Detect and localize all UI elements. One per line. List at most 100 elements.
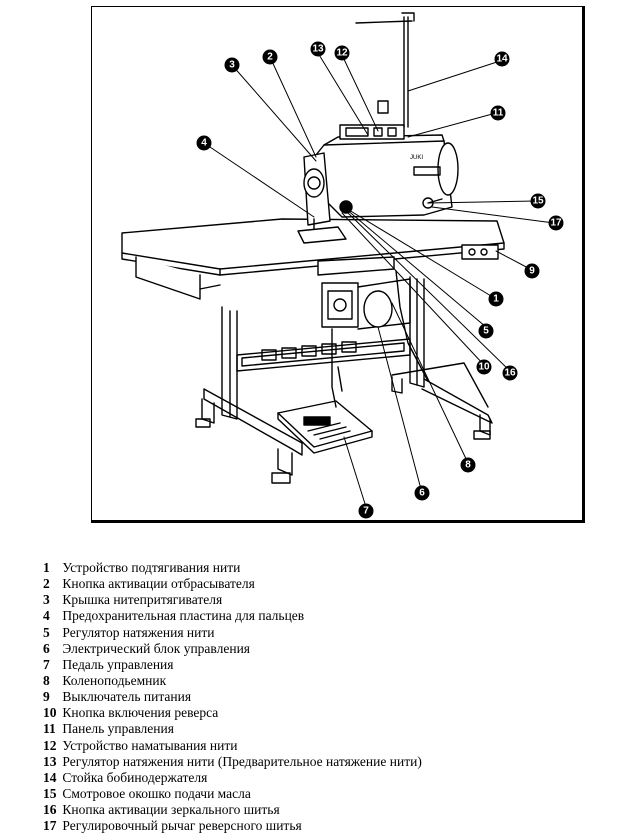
callout-9: 9 [524, 263, 540, 279]
legend-label: Панель управления [62, 721, 174, 737]
legend-label: Кнопка активации отбрасывателя [62, 576, 255, 592]
callout-17: 17 [548, 215, 564, 231]
legend-item: 1 Устройство подтягивания нити [43, 560, 603, 576]
svg-text:2: 2 [267, 52, 273, 63]
legend-number: 16 [43, 802, 57, 818]
callouts: 1 2 3 4 5 6 7 8 9 10 11 12 13 14 15 16 1… [196, 41, 564, 519]
svg-text:15: 15 [532, 196, 544, 207]
figure-frame: JUKI [91, 6, 585, 523]
legend-number: 7 [43, 656, 50, 672]
table-drawer [317, 256, 395, 276]
legend-item: 7 Педаль управления [43, 657, 603, 673]
legend-label: Устройство подтягивания нити [62, 560, 241, 575]
callout-1: 1 [488, 291, 504, 307]
callout-10: 10 [476, 359, 492, 375]
thread-stand [355, 12, 415, 128]
legend-label: Кнопка активации зеркального шитья [62, 802, 280, 818]
legend-label: Стойка бобинодержателя [62, 769, 208, 785]
legend-label: Регулятор натяжения нити (Предварительно… [62, 753, 422, 769]
callout-12: 12 [334, 45, 350, 61]
legend-item: 3 Крышка нитепритягивателя [43, 592, 603, 608]
legend-number: 9 [43, 689, 50, 705]
legend-label: Крышка нитепритягивателя [62, 592, 223, 608]
legend-item: 17 Регулировочный рычаг реверсного шитья [43, 818, 603, 834]
legend-number: 5 [43, 624, 50, 640]
legend-number: 2 [43, 576, 50, 592]
svg-text:14: 14 [496, 54, 508, 65]
legend-item: 16 Кнопка активации зеркального шитья [43, 802, 603, 818]
legend-number: 13 [43, 753, 57, 769]
legend-label: Кнопка включения реверса [62, 705, 219, 721]
legend-number: 10 [43, 705, 57, 721]
svg-text:13: 13 [312, 44, 324, 55]
legend-item: 14 Стойка бобинодержателя [43, 770, 603, 786]
svg-text:4: 4 [201, 138, 207, 149]
legend-item: 11 Панель управления [43, 721, 603, 737]
legend-item: 13 Регулятор натяжения нити (Предварител… [43, 754, 603, 770]
knee-lifter-rod [395, 270, 429, 382]
machine-head: JUKI [297, 124, 459, 244]
legend-label: Устройство наматывания нити [62, 737, 238, 753]
legend-label: Регулировочный рычаг реверсного шитья [62, 818, 302, 834]
callout-2: 2 [262, 49, 278, 65]
legend-label: Выключатель питания [62, 689, 192, 705]
legend-list: 1 Устройство подтягивания нити 2 Кнопка … [43, 560, 603, 834]
legend-label: Электрический блок управления [62, 640, 251, 656]
svg-text:9: 9 [529, 266, 535, 277]
svg-text:JUKI: JUKI [410, 155, 423, 161]
svg-text:11: 11 [493, 108, 504, 119]
legend-item: 5 Регулятор натяжения нити [43, 625, 603, 641]
legend-number: 12 [43, 737, 57, 753]
table-stand [195, 276, 493, 484]
legend-item: 4 Предохранительная пластина для пальцев [43, 608, 603, 624]
control-box [321, 278, 411, 408]
legend-number: 15 [43, 785, 57, 801]
callout-4: 4 [196, 135, 212, 151]
callout-7: 7 [358, 503, 374, 519]
legend-number: 3 [43, 592, 50, 608]
legend-number: 4 [43, 608, 50, 624]
power-switch [461, 244, 499, 260]
legend-number: 1 [43, 560, 50, 575]
svg-text:17: 17 [550, 218, 562, 229]
callout-3: 3 [224, 57, 240, 73]
legend-label: Регулятор натяжения нити [62, 624, 215, 640]
leader-lines [203, 52, 555, 508]
callout-14: 14 [494, 51, 510, 67]
legend-item: 15 Смотровое окошко подачи масла [43, 786, 603, 802]
legend-label: Предохранительная пластина для пальцев [62, 608, 305, 624]
svg-text:7: 7 [363, 506, 369, 517]
legend-number: 11 [43, 721, 56, 737]
legend-label: Педаль управления [62, 656, 174, 672]
callout-15: 15 [530, 193, 546, 209]
svg-text:16: 16 [504, 368, 516, 379]
legend-item: 9 Выключатель питания [43, 689, 603, 705]
pedal [277, 400, 373, 454]
sewing-machine-drawing: JUKI [121, 12, 564, 519]
svg-text:12: 12 [336, 48, 348, 59]
callout-13: 13 [310, 41, 326, 57]
legend-label: Коленоподьемник [62, 672, 167, 688]
legend-number: 8 [43, 672, 50, 688]
legend-item: 8 Коленоподьемник [43, 673, 603, 689]
svg-text:10: 10 [478, 362, 490, 373]
svg-text:6: 6 [419, 488, 425, 499]
callout-6: 6 [414, 485, 430, 501]
legend-number: 6 [43, 640, 50, 656]
legend-label: Смотровое окошко подачи масла [62, 785, 251, 801]
svg-text:1: 1 [493, 294, 499, 305]
legend-item: 12 Устройство наматывания нити [43, 738, 603, 754]
callout-11: 11 [490, 105, 506, 121]
legend-item: 2 Кнопка активации отбрасывателя [43, 576, 603, 592]
callout-5: 5 [478, 323, 494, 339]
legend-number: 17 [43, 818, 57, 834]
legend-item: 10 Кнопка включения реверса [43, 705, 603, 721]
svg-text:8: 8 [465, 460, 471, 471]
legend-item: 6 Электрический блок управления [43, 641, 603, 657]
callout-8: 8 [460, 457, 476, 473]
svg-text:5: 5 [483, 326, 489, 337]
legend-number: 14 [43, 769, 57, 785]
callout-16: 16 [502, 365, 518, 381]
table-top [121, 218, 505, 300]
svg-text:3: 3 [229, 60, 235, 71]
